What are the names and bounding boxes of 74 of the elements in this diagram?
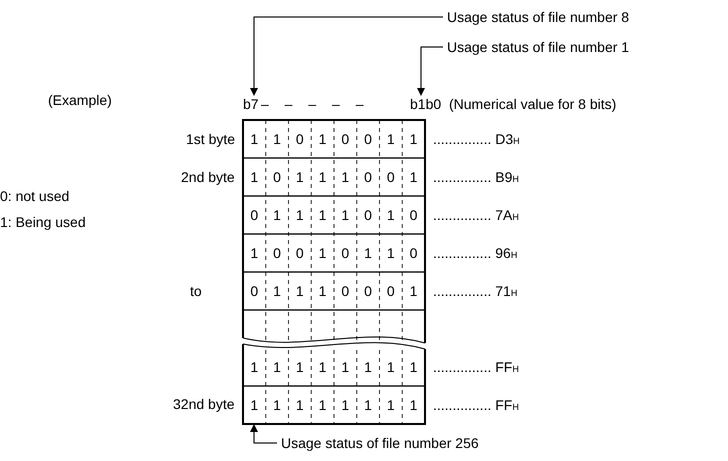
bit-value: 1 — [250, 359, 258, 375]
bit-value: 1 — [318, 283, 326, 299]
bit-value: 1 — [410, 283, 418, 299]
bit-value: 1 — [318, 245, 326, 261]
bit-value: 1 — [341, 359, 350, 375]
bit-value: 1 — [250, 169, 258, 185]
bit-value: 0 — [410, 207, 418, 223]
bit-value: 0 — [364, 169, 372, 185]
bit-value: 0 — [296, 131, 304, 147]
bit-value: 1 — [386, 131, 395, 147]
bit-value: 1 — [318, 169, 326, 185]
bit-value: 0 — [410, 245, 418, 261]
bit-value: 0 — [250, 283, 258, 299]
bit-value: 0 — [341, 283, 350, 299]
bit-value: 0 — [386, 283, 395, 299]
bit-value: 1 — [341, 207, 350, 223]
bit-value: 1 — [250, 245, 258, 261]
leader-line — [250, 16, 444, 96]
bit-value: 1 — [410, 397, 418, 413]
bit-value: 1 — [341, 169, 350, 185]
bit-table-drawing — [242, 119, 426, 425]
bit-value: 1 — [386, 397, 395, 413]
legend-text: 1: Being used — [0, 214, 86, 230]
legend-text: 0: not used — [0, 188, 70, 204]
bit-value: 1 — [386, 359, 395, 375]
bit-value: 1 — [410, 131, 418, 147]
bit-value: 1 — [318, 207, 326, 223]
bit-value: 1 — [364, 359, 372, 375]
leader-line — [250, 424, 278, 444]
bit-value: 1 — [341, 397, 350, 413]
leader-line — [417, 46, 444, 96]
bit-value: 1 — [273, 397, 281, 413]
bit-value: 1 — [386, 245, 395, 261]
bit-value: 1 — [410, 359, 418, 375]
bit-value: 1 — [364, 397, 372, 413]
bit-value: 0 — [273, 169, 281, 185]
bit-value: 0 — [364, 207, 372, 223]
bit-value: 1 — [318, 397, 326, 413]
bit-value: 0 — [296, 245, 304, 261]
bit-value: 1 — [386, 207, 395, 223]
row-label: 2nd byte — [181, 169, 235, 185]
callout-text: Usage status of file number 8 — [447, 9, 630, 25]
bit-value: 1 — [296, 207, 304, 223]
bit-value: 1 — [273, 131, 281, 147]
bit-value: 1 — [250, 397, 258, 413]
bit-value: 0 — [250, 207, 258, 223]
bit-value: 1 — [318, 359, 326, 375]
bit-value: 0 — [364, 283, 372, 299]
bit-value: 1 — [250, 131, 258, 147]
bit-value: 1 — [296, 169, 304, 185]
bit-value: 1 — [296, 283, 304, 299]
bit-value: 0 — [386, 169, 395, 185]
bit-label: b1b0 — [410, 96, 442, 112]
bit-value: 1 — [273, 283, 281, 299]
row-label: 32nd byte — [173, 396, 234, 412]
bit-value: 0 — [341, 245, 350, 261]
bit-value: 1 — [318, 131, 326, 147]
bit-label: b7 — [243, 96, 259, 112]
bit-value: 0 — [341, 131, 350, 147]
bit-range-dashes: – – – – – — [261, 96, 364, 112]
example-label: (Example) — [48, 92, 112, 108]
caption-text: (Numerical value for 8 bits) — [449, 96, 616, 112]
bit-value: 0 — [364, 131, 372, 147]
bit-value: 1 — [273, 207, 281, 223]
bit-value: 1 — [296, 359, 304, 375]
row-label: 1st byte — [186, 131, 236, 147]
callout-text: Usage status of file number 256 — [281, 435, 479, 451]
bit-value: 1 — [410, 169, 418, 185]
bit-value: 1 — [296, 397, 304, 413]
bit-value: 1 — [273, 359, 281, 375]
callout-text: Usage status of file number 1 — [447, 39, 630, 55]
bit-value: 0 — [273, 245, 281, 261]
row-label: to — [190, 283, 202, 299]
bit-value: 1 — [364, 245, 372, 261]
